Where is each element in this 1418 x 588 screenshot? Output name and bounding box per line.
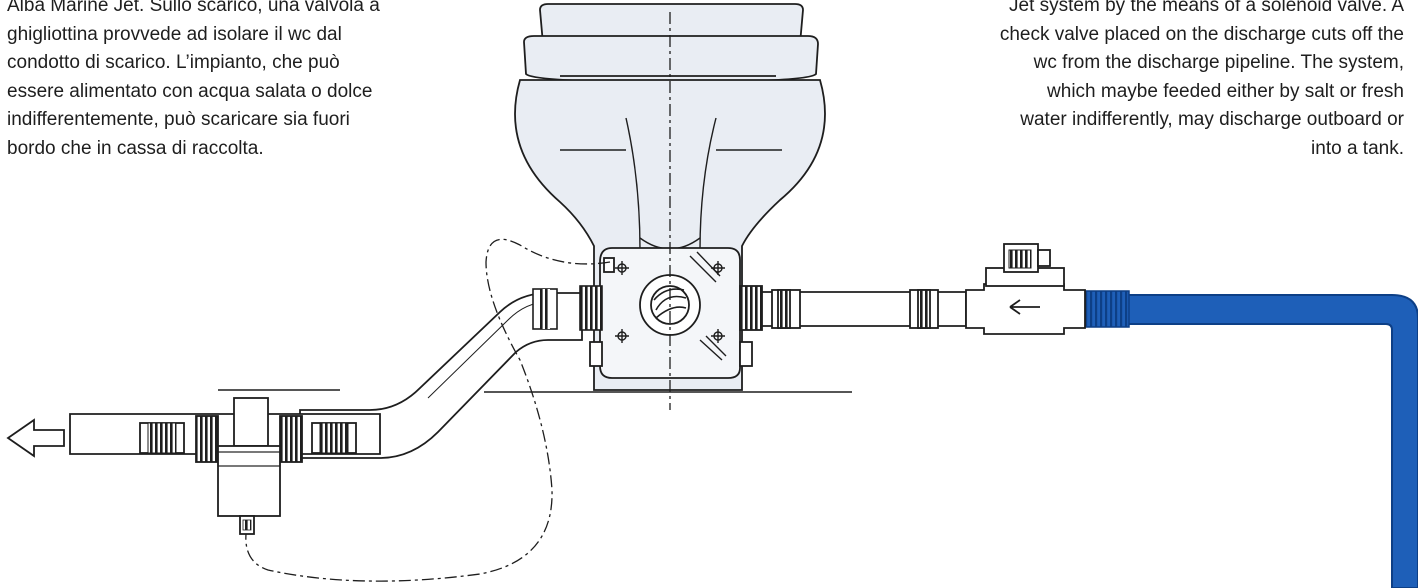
discharge-line bbox=[69, 389, 381, 463]
english-line: water indifferently, may discharge outbo… bbox=[1020, 109, 1404, 130]
english-line: Jet system by the means of a solenoid va… bbox=[1009, 0, 1404, 16]
blue-hose-clamp bbox=[1084, 290, 1130, 328]
italian-line: condotto di scarico. L’impianto, che può bbox=[7, 52, 340, 73]
discharge-arrow bbox=[6, 418, 65, 458]
inlet-pipe bbox=[739, 285, 967, 331]
italian-line: indifferentemente, può scaricare sia fuo… bbox=[7, 109, 350, 130]
english-description: Jet system by the means of a solenoid va… bbox=[972, 0, 1404, 163]
solenoid-valve bbox=[965, 243, 1086, 335]
english-line: which maybe feeded either by salt or fre… bbox=[1047, 80, 1404, 102]
english-line: wc from the discharge pipeline. The syst… bbox=[1033, 52, 1404, 73]
hose-clamp-band bbox=[540, 289, 550, 329]
macerator-pump bbox=[589, 247, 753, 379]
italian-line: bordo che in cassa di raccolta. bbox=[7, 137, 264, 159]
water-inlet-pipe bbox=[1084, 290, 1418, 588]
control-cable bbox=[245, 238, 611, 582]
pump-outlet-coupling bbox=[579, 285, 603, 331]
italian-line: ghigliottina provvede ad isolare il wc d… bbox=[7, 23, 342, 45]
english-line: check valve placed on the discharge cuts… bbox=[999, 23, 1404, 45]
english-line: into a tank. bbox=[1311, 137, 1404, 159]
italian-line: essere alimentato con acqua salata o dol… bbox=[7, 80, 373, 102]
gate-valve bbox=[217, 397, 281, 535]
italian-line: Alba Marine Jet. Sullo scarico, una valv… bbox=[7, 0, 380, 16]
italian-description: Alba Marine Jet. Sullo scarico, una valv… bbox=[7, 0, 437, 163]
